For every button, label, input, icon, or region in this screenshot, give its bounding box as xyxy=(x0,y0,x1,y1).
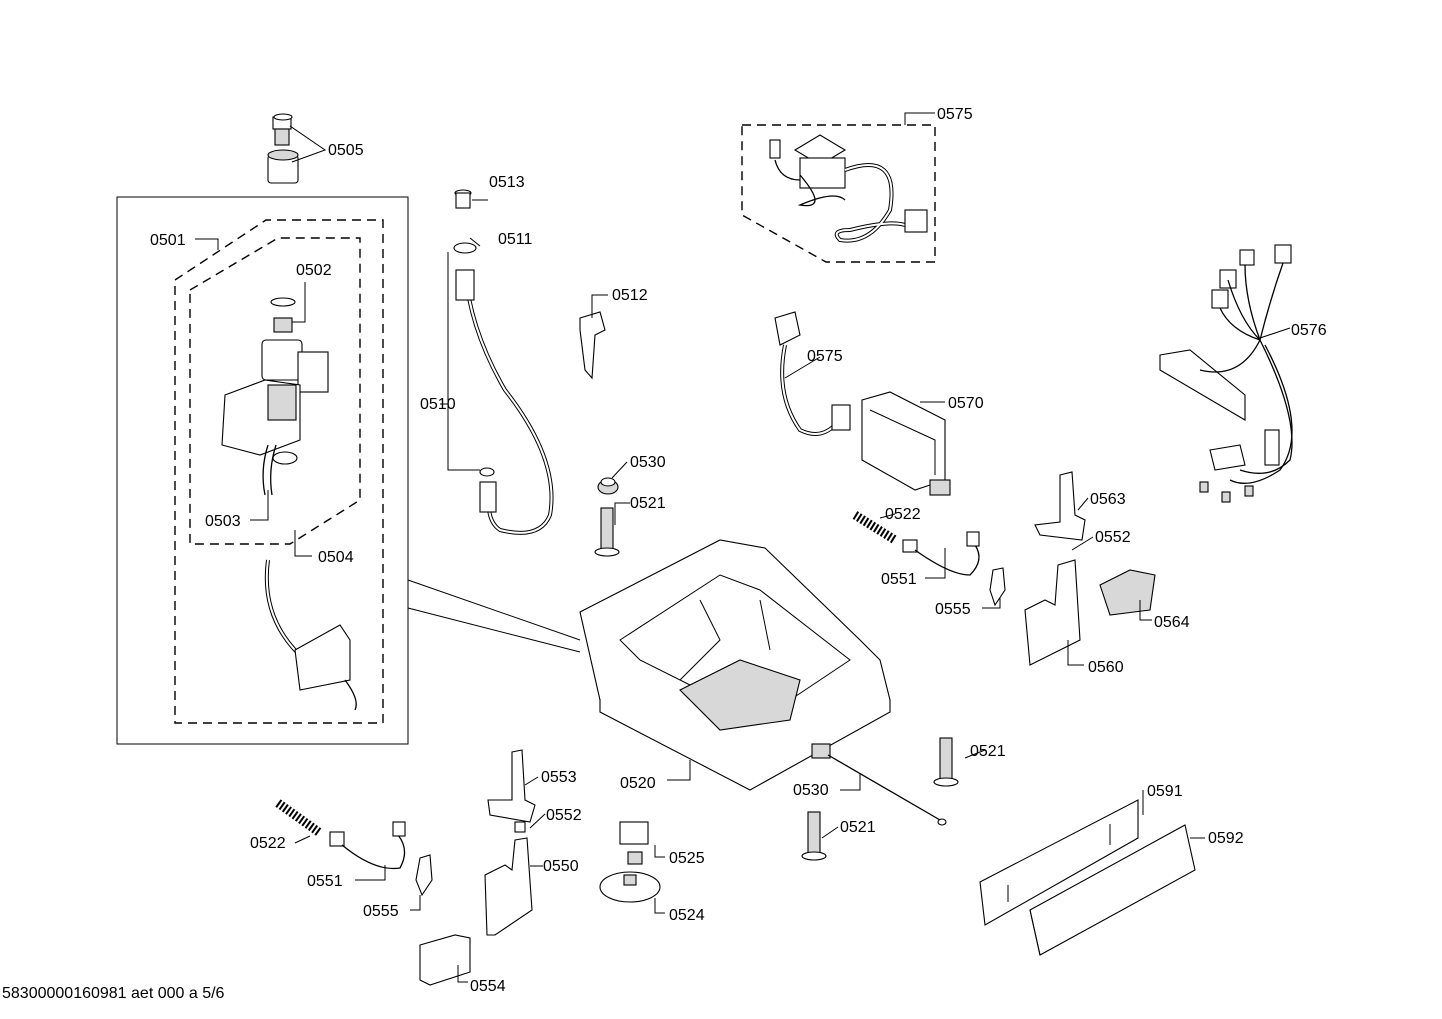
rod-0530-b xyxy=(811,743,947,826)
cover-0554 xyxy=(419,934,471,986)
label-0551-a: 0551 xyxy=(881,571,917,588)
sensor-wire-0551-b xyxy=(329,821,406,870)
label-0576: 0576 xyxy=(1291,322,1327,339)
cap-0513 xyxy=(454,189,472,209)
label-0521-b: 0521 xyxy=(970,743,1006,760)
sensor-wire-0551-a xyxy=(902,531,980,576)
label-0552-b: 0552 xyxy=(546,807,582,824)
label-0513: 0513 xyxy=(489,174,525,191)
label-0575-a: 0575 xyxy=(937,106,973,123)
hinge-0550 xyxy=(484,837,533,936)
wiring-harness-part xyxy=(1159,244,1293,503)
label-0555-b: 0555 xyxy=(363,903,399,920)
label-0522-b: 0522 xyxy=(250,835,286,852)
label-0521-c: 0521 xyxy=(840,819,876,836)
label-0502: 0502 xyxy=(296,262,332,279)
aquastop-frame xyxy=(116,196,409,745)
cover-0564 xyxy=(1099,569,1156,616)
leader-lines xyxy=(195,112,1291,983)
label-0524: 0524 xyxy=(669,907,705,924)
fitting-0505 xyxy=(267,113,299,184)
inlet-valve-part xyxy=(221,297,329,496)
clip-0512 xyxy=(579,311,606,380)
label-0592: 0592 xyxy=(1208,830,1244,847)
aquastop-hose-part xyxy=(264,559,357,711)
clip-0552-b xyxy=(514,821,526,833)
drain-hose-part xyxy=(453,242,554,535)
label-0520: 0520 xyxy=(620,775,656,792)
label-0505: 0505 xyxy=(328,142,364,159)
clip-0555-b xyxy=(415,854,433,897)
screw-0521-a xyxy=(594,507,620,557)
label-0504: 0504 xyxy=(318,549,354,566)
label-0521-a: 0521 xyxy=(630,495,666,512)
label-0555-a: 0555 xyxy=(935,601,971,618)
label-0530-a: 0530 xyxy=(630,454,666,471)
drawing-footer-id: 58300000160981 aet 000 a 5/6 xyxy=(2,985,225,1002)
assembly-0501-outline xyxy=(174,219,384,724)
power-cord-box-part xyxy=(769,134,928,243)
switch-0525 xyxy=(619,821,649,865)
label-0560: 0560 xyxy=(1088,659,1124,676)
label-0530-b: 0530 xyxy=(793,782,829,799)
control-module-part xyxy=(861,391,951,496)
label-0501: 0501 xyxy=(150,232,186,249)
label-0570: 0570 xyxy=(948,395,984,412)
base-tub-part xyxy=(579,539,891,791)
label-0591: 0591 xyxy=(1147,783,1183,800)
bracket-0553 xyxy=(487,749,536,823)
bracket-0563 xyxy=(1034,471,1086,541)
label-0510: 0510 xyxy=(420,396,456,413)
label-0551-b: 0551 xyxy=(307,873,343,890)
screw-0521-b xyxy=(933,737,959,787)
clip-0555-a xyxy=(989,567,1006,607)
label-0553: 0553 xyxy=(541,769,577,786)
leader-frame-top xyxy=(407,579,581,641)
label-0575-b: 0575 xyxy=(807,348,843,365)
label-0564: 0564 xyxy=(1154,614,1190,631)
label-0522-a: 0522 xyxy=(885,506,921,523)
label-0525: 0525 xyxy=(669,850,705,867)
label-0503: 0503 xyxy=(205,513,241,530)
float-0524 xyxy=(599,871,661,903)
label-0512: 0512 xyxy=(612,287,648,304)
label-0511: 0511 xyxy=(498,231,533,248)
nut-0530 xyxy=(597,477,619,495)
power-cord-part xyxy=(774,311,851,436)
label-0550: 0550 xyxy=(543,858,579,875)
leader-frame-bottom xyxy=(407,607,581,653)
spring-0522-b xyxy=(275,799,323,837)
label-0554: 0554 xyxy=(470,978,506,995)
label-0552-a: 0552 xyxy=(1095,529,1131,546)
hinge-0560 xyxy=(1024,559,1081,666)
label-0563: 0563 xyxy=(1090,491,1126,508)
panel-0591 xyxy=(979,799,1139,926)
screw-0521-c xyxy=(801,811,827,861)
